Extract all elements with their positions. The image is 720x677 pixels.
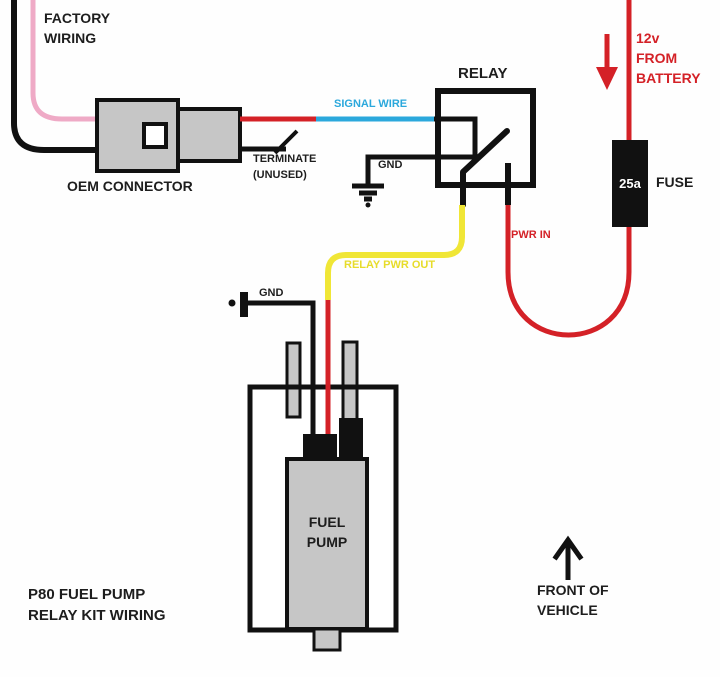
- pump-ground-bar: [240, 292, 248, 317]
- signal-wire-label: SIGNAL WIRE: [334, 98, 408, 110]
- pump-standpipe-left: [285, 341, 302, 419]
- front-arrow-head: [552, 535, 584, 561]
- relay-ground-symbol: [352, 183, 384, 202]
- pump-ground-wire: [248, 300, 316, 436]
- oem-connector-latch: [142, 122, 168, 149]
- fuse-label: FUSE: [656, 174, 694, 190]
- pump-ground-dot: [228, 299, 236, 307]
- relay-box: [435, 88, 536, 188]
- relay-coil-wire: [365, 116, 478, 184]
- relay-pwr-out-label: RELAY PWR OUT: [344, 259, 436, 271]
- pump-terminal-left: [303, 434, 337, 459]
- oem-connector-label: OEM CONNECTOR: [67, 178, 193, 194]
- front-of-vehicle-label: FRONT OF VEHICLE: [537, 582, 609, 618]
- relay-pwr-out-wire-yellow: [325, 205, 465, 300]
- pwr-in-wire-red: [505, 205, 632, 338]
- fuse-body: [612, 140, 648, 227]
- relay-switch-blade: [460, 128, 510, 208]
- kit-title-label: P80 FUEL PUMP RELAY KIT WIRING: [28, 586, 166, 624]
- terminate-slash: [273, 129, 299, 155]
- pump-terminal-right: [339, 418, 363, 458]
- relay-label: RELAY: [458, 65, 508, 82]
- pwr-in-label: PWR IN: [511, 229, 551, 241]
- relay-ground-dot: [365, 202, 371, 208]
- battery-arrow-head: [596, 67, 618, 90]
- factory-wire-black: [11, 0, 97, 153]
- factory-wiring-label: FACTORY WIRING: [44, 10, 111, 46]
- pump-gnd-label: GND: [259, 287, 284, 299]
- fuel-pump-label: FUEL PUMP: [306, 514, 348, 550]
- factory-wire-pink: [30, 0, 97, 122]
- fuel-pump-outlet-tab: [312, 627, 342, 652]
- terminate-label: TERMINATE (UNUSED): [253, 153, 317, 181]
- fuse-rating-label: 25a: [619, 176, 641, 191]
- battery-label: 12v FROM BATTERY: [636, 30, 701, 86]
- oem-connector-plug: [176, 107, 242, 163]
- fuel-pump-body: [285, 457, 369, 631]
- relay-gnd-label: GND: [378, 159, 403, 171]
